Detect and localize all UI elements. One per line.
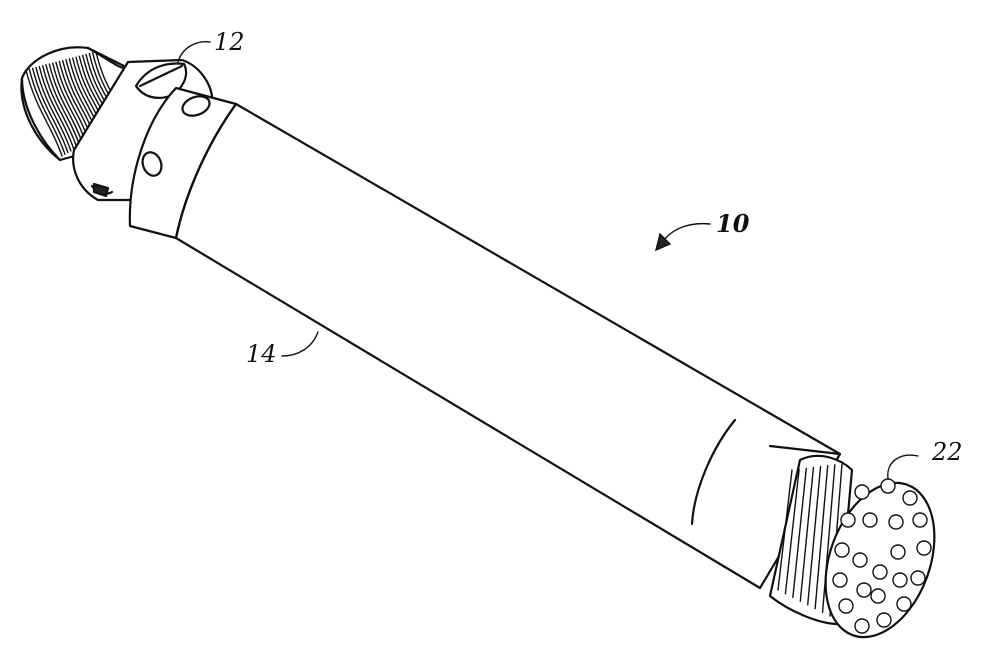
thread-line: [51, 62, 87, 143]
reference-label-14: 14: [246, 331, 319, 368]
carbide-insert: [890, 544, 906, 560]
carbide-insert: [870, 588, 886, 604]
thread-line: [38, 65, 75, 150]
carbide-insert: [896, 596, 912, 612]
carbide-insert: [880, 478, 896, 494]
carbide-insert: [840, 512, 856, 528]
carbide-insert: [856, 582, 872, 598]
carbide-insert: [916, 540, 932, 556]
reference-label-22: 22: [887, 438, 963, 479]
port-hole: [141, 151, 163, 177]
carbide-insert: [834, 542, 850, 558]
thread-line: [35, 66, 72, 152]
carbide-insert: [912, 512, 928, 528]
thread-line: [31, 67, 69, 154]
carbide-inserts: [832, 478, 932, 634]
carbide-insert: [902, 490, 918, 506]
drill-bit-head: [768, 454, 936, 639]
carbide-insert: [910, 570, 926, 586]
carbide-insert: [872, 564, 888, 580]
thread-line: [28, 68, 66, 155]
label-text-14: 14: [246, 340, 277, 368]
carbide-insert: [832, 572, 848, 588]
thread-line: [45, 64, 81, 147]
carbide-insert: [838, 598, 854, 614]
label-text-10: 10: [716, 209, 750, 238]
carbide-insert: [876, 612, 892, 628]
carbide-insert: [854, 484, 870, 500]
thread-line: [41, 65, 78, 149]
carbide-insert: [892, 572, 908, 588]
spline-groove: [814, 465, 829, 610]
carbide-insert: [888, 514, 904, 530]
port-hole: [181, 95, 211, 117]
label-text-22: 22: [931, 438, 963, 466]
thread-line: [25, 69, 63, 157]
carbide-insert: [862, 512, 878, 528]
carbide-insert: [852, 552, 868, 568]
reference-label-10: 10: [654, 209, 750, 252]
outer-casing: [174, 102, 842, 590]
carbide-insert: [854, 618, 870, 634]
spline-groove: [799, 466, 815, 602]
spline-groove: [784, 468, 800, 595]
spline-groove: [807, 465, 822, 606]
spline-groove: [777, 469, 793, 591]
thread-line: [48, 63, 84, 145]
reference-label-12: 12: [177, 28, 245, 63]
spline-groove: [792, 467, 807, 599]
label-text-12: 12: [214, 28, 245, 56]
